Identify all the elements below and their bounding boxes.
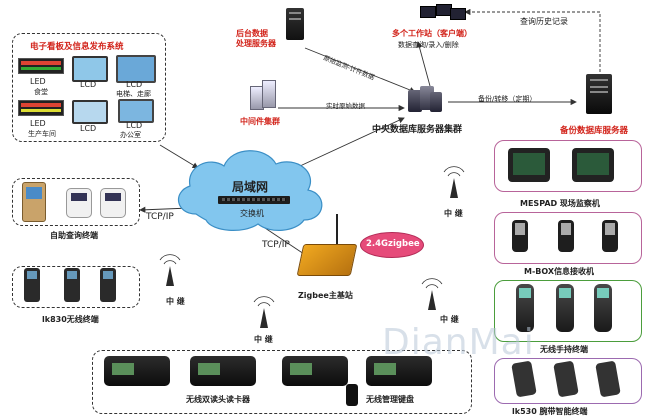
zigbee-base-icon [296, 244, 358, 276]
lcd-screen-4 [118, 99, 154, 123]
relay-antenna-1 [443, 166, 465, 198]
card-reader-icon-1 [66, 188, 92, 218]
relay-label-3: 中 继 [254, 335, 273, 344]
mbox-device-2 [558, 220, 574, 252]
switch-label: 交换机 [240, 209, 264, 218]
central-db-label: 中央数据库服务器集群 [372, 125, 463, 135]
edge-central-workstation [416, 41, 431, 87]
led-label-1: LED [30, 77, 46, 86]
lk530-label: lk530 腕带智能终端 [512, 407, 588, 416]
handheld-device-3 [594, 284, 612, 332]
led-sub-2: 生产车间 [28, 130, 56, 138]
middleware-label: 中间件集群 [240, 117, 280, 126]
led-panel-workshop [18, 100, 64, 116]
led-label-2: LED [30, 119, 46, 128]
lcd-screen-2 [116, 55, 156, 83]
relay-label-2: 中 继 [166, 297, 185, 306]
lcd-label-2: LCD [126, 80, 143, 89]
lk830-device-2 [64, 268, 80, 302]
mespad-device-1 [508, 148, 550, 182]
display-board-title: 电子看板及信息发布系统 [30, 42, 124, 52]
lcd-sub-2: 电梯、走廊 [116, 90, 151, 98]
lcd-sub-4: 办公室 [120, 131, 141, 139]
dual-reader-label: 无线双读头读卡器 [186, 395, 250, 404]
card-reader-icon-2 [100, 188, 126, 218]
handheld-label: 无线手持终端 [540, 345, 588, 354]
led-panel-canteen [18, 58, 64, 74]
mbox-device-3 [602, 220, 618, 252]
workstation-label: 多个工作站（客户端） [392, 29, 472, 38]
reader-group [92, 350, 472, 414]
workstation-icons [420, 4, 466, 26]
edge-history [464, 8, 601, 72]
keypad-icon [346, 384, 358, 406]
mespad-label: MESPAD 现场监察机 [520, 199, 600, 208]
edge-board-lan [159, 144, 199, 169]
lcd-label-4: LCD [126, 121, 143, 130]
self-query-label: 自助查询终端 [50, 231, 98, 240]
mbox-device-1 [512, 220, 528, 252]
backup-label: 备份数据库服务器 [560, 126, 629, 136]
lk830-device-1 [24, 268, 40, 302]
handheld-device-2 [556, 284, 574, 332]
mespad-device-2 [572, 148, 614, 182]
zigbee-bubble-label: 2.4Gzigbee [366, 239, 420, 249]
middleware-server-icon [250, 80, 276, 110]
edge-label-history: 查询历史记录 [520, 17, 568, 26]
self-query-group [12, 178, 140, 226]
backup-server-icon [586, 74, 612, 114]
reader-device-3 [282, 356, 348, 386]
reader-device-4 [366, 356, 432, 386]
backend-label-2: 处理服务器 [236, 39, 276, 48]
backend-server-icon [286, 8, 304, 40]
lcd-screen-3 [72, 100, 108, 124]
lk830-group [12, 266, 140, 308]
zigbee-base-label: Zigbee主基站 [298, 291, 353, 300]
backend-label-1: 后台数据 [236, 29, 268, 38]
lcd-label-3: LCD [80, 124, 97, 133]
relay-label-4: 中 继 [440, 315, 459, 324]
mbox-label: M-BOX信息接收机 [524, 267, 595, 276]
edge-label-tcpip-bottom: TCP/IP [262, 240, 290, 250]
lk830-label: lk830无线终端 [42, 315, 99, 324]
switch-icon [218, 196, 290, 204]
lcd-screen-1 [72, 56, 108, 82]
edge-backend-central [304, 47, 416, 93]
relay-antenna-2 [159, 254, 181, 286]
handheld-device-1 [516, 284, 534, 332]
led-sub-1: 食堂 [34, 88, 48, 96]
lcd-label-1: LCD [80, 80, 97, 89]
relay-antenna-3 [253, 296, 275, 328]
relay-antenna-4 [421, 278, 443, 310]
relay-label-1: 中 继 [444, 209, 463, 218]
reader-device-2 [190, 356, 256, 386]
kiosk-icon [22, 182, 46, 222]
edge-label-tcpip-left: TCP/IP [146, 212, 174, 222]
workstation-sublabel: 数据查询/录入/删除 [398, 41, 459, 49]
keypad-label: 无线管理键盘 [366, 395, 414, 404]
edge-label-realtime: 实时原始数据 [326, 102, 365, 110]
central-db-icon [408, 86, 444, 114]
watermark: DianMai [382, 322, 535, 363]
edge-label-backup: 备份/转移（定期） [478, 95, 537, 103]
zigbee-bubble [360, 232, 424, 258]
edge-lan-central [299, 117, 405, 167]
display-board-group [12, 33, 166, 142]
lan-label: 局域网 [232, 180, 269, 194]
lk830-device-3 [100, 268, 116, 302]
zigbee-antenna [336, 214, 338, 248]
reader-device-1 [104, 356, 170, 386]
